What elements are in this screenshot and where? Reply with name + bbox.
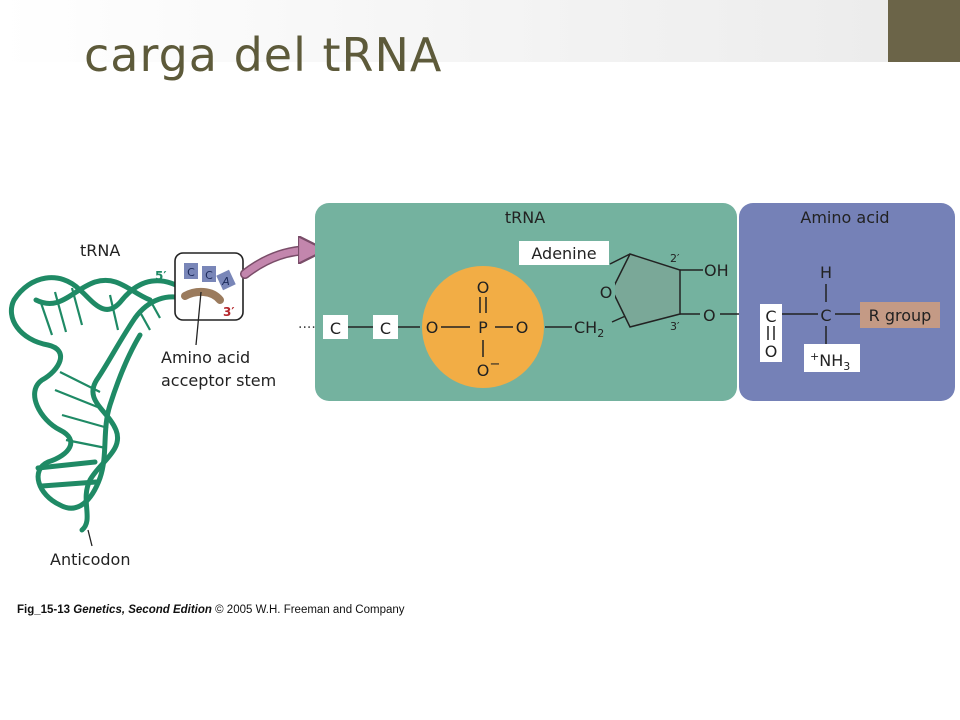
carbonyl-c: C [765, 307, 776, 326]
trna-strand [8, 275, 188, 511]
phosphate-right-o: O [516, 318, 529, 337]
cca-base-3: A [221, 275, 230, 288]
carbonyl-box [760, 304, 782, 362]
cca-tile-2 [202, 266, 216, 282]
nucleotide-label-2: C [380, 319, 391, 338]
phosphate-p: P [478, 318, 488, 337]
ch2-label: CH2 [574, 318, 604, 340]
base-pair-rung [38, 299, 54, 336]
ch2-subscript: 2 [597, 327, 604, 340]
alpha-h: H [820, 263, 832, 282]
trna-strand [33, 278, 153, 306]
alpha-c: C [820, 306, 831, 325]
phosphate-left-o: O [426, 318, 439, 337]
corner-accent-block [888, 0, 960, 62]
anticodon-leader-line [87, 529, 93, 547]
base-pair-rung [53, 291, 68, 333]
prime-3-label: 3′ [670, 320, 680, 333]
trna-strand-group [8, 275, 191, 533]
cca-tiles: C C A [184, 263, 236, 291]
ring-o: O [600, 283, 613, 302]
amine-nh: NH [819, 351, 843, 370]
nucleotide-box-2 [373, 315, 398, 339]
trna-chemistry-panel: tRNA ···· C C O O P O O − [298, 203, 760, 401]
base-pair-rung [65, 438, 107, 450]
r-group-label: R group [869, 306, 932, 325]
caption-credit: © 2005 W.H. Freeman and Company [215, 604, 405, 616]
prime-2-label: 2′ [670, 252, 680, 265]
ester-o: O [703, 306, 716, 325]
amino-panel-title: Amino acid [800, 208, 889, 227]
amine-subscript: 3 [843, 360, 850, 373]
cca-tile-3 [216, 269, 236, 291]
trna-panel-title: tRNA [505, 208, 545, 227]
curved-arrow-icon [241, 250, 312, 278]
base-pair-rung [149, 299, 161, 319]
base-pair-rung [108, 294, 120, 331]
base-pair-rungs [38, 287, 161, 450]
r-group-box [860, 302, 940, 328]
base-pair-rung [139, 311, 151, 331]
chain-dots: ···· [298, 320, 316, 336]
trna-strand [35, 459, 99, 489]
oh-label: OH [704, 261, 729, 280]
base-pair-rung [61, 413, 109, 430]
phosphate-bottom-o: O [477, 361, 490, 380]
acceptor-leader-line [195, 291, 202, 346]
amine-box [804, 344, 860, 372]
caption-fig-id: Fig_15-13 [17, 604, 71, 616]
trna-structure-drawing: C C A 5′ 3′ tRNA Amino acid acceptor ste… [8, 241, 312, 569]
ch2-main: CH [574, 318, 597, 337]
nucleotide-label-1: C [330, 319, 341, 338]
cca-base-1: C [187, 266, 195, 279]
base-pair-rung [59, 371, 101, 393]
cca-base-2: C [205, 269, 213, 282]
base-pair-rung [70, 287, 84, 326]
phosphate-atoms: O O P O O − [426, 278, 529, 380]
figure-caption: Fig_15-13 Genetics, Second Edition © 200… [17, 604, 405, 616]
acceptor-label-line1: Amino acid [161, 348, 250, 367]
adenine-box [519, 241, 609, 265]
cca-tile-1 [184, 263, 198, 279]
amine-label: +NH3 [810, 350, 850, 373]
trna-label-left: tRNA [80, 241, 120, 260]
anticodon-label: Anticodon [50, 550, 130, 569]
trna-strand [79, 294, 191, 533]
amine-plus: + [810, 350, 819, 363]
carbonyl-o: O [765, 342, 778, 361]
nucleotide-box-1 [323, 315, 348, 339]
three-prime-label: 3′ [223, 305, 235, 319]
phosphate-top-o: O [477, 278, 490, 297]
five-prime-label: 5′ [155, 269, 167, 283]
caption-book: Genetics, Second Edition [73, 604, 212, 616]
base-pair-rung [54, 388, 101, 410]
ring-o-bg [598, 283, 615, 301]
acceptor-stem-tail [181, 287, 224, 304]
amino-acid-panel: Amino acid C O C H R group +NH3 [739, 203, 955, 401]
phosphate-charge: − [490, 357, 501, 372]
adenine-label: Adenine [531, 244, 596, 263]
adenine-bond [609, 253, 631, 265]
amino-panel-bg [739, 203, 955, 401]
acceptor-label-line2: acceptor stem [161, 371, 276, 390]
phosphate-group [422, 266, 544, 388]
slide-title: carga del tRNA [84, 28, 443, 82]
title-band [0, 0, 888, 62]
